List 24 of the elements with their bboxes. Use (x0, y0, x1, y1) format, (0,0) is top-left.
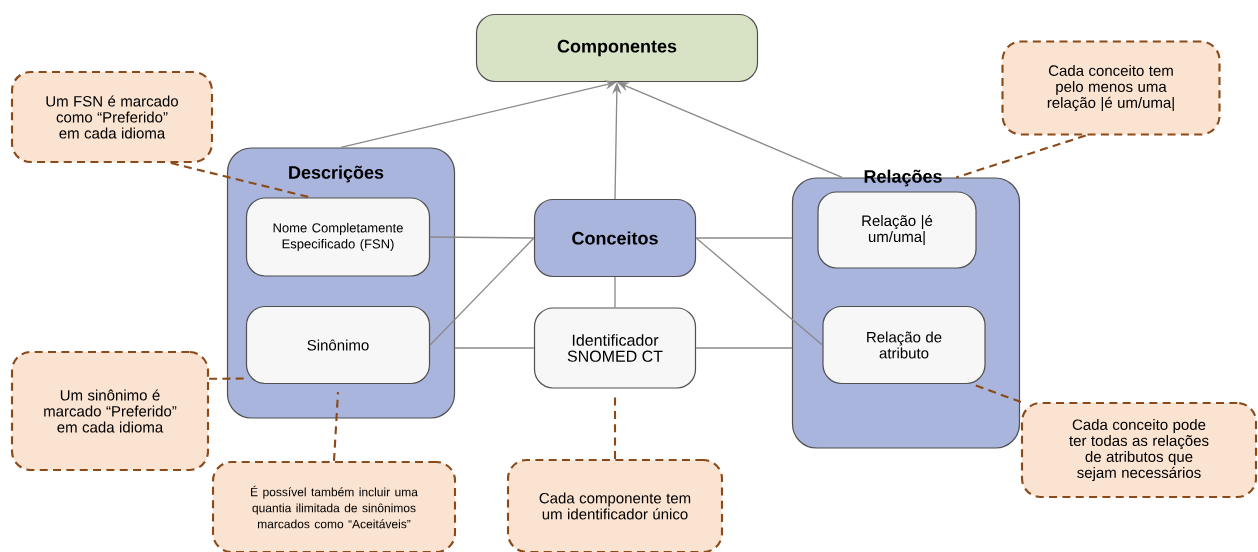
connector-line (695, 237, 793, 239)
leader-line (209, 377, 246, 380)
callout-box: Cada conceito tem pelo menos uma relação |é um/uma| (1001, 40, 1221, 136)
connector-line (429, 236, 535, 239)
box: Conceitos (533, 198, 697, 278)
callout-box: Cada componente tem um identificador único (506, 458, 724, 552)
box: Relação de atributo (822, 305, 986, 385)
callout-box: Um FSN é marcado como “Preferido” em cada idioma (10, 70, 214, 164)
connector-line (695, 347, 793, 349)
box: Identificador SNOMED CT (533, 307, 697, 389)
leader-line (170, 162, 311, 199)
leader-line (332, 392, 340, 461)
box: Componentes (475, 13, 759, 83)
callout-box: Cada conceito pode ter todas as relações de atributos que sejam necessários (1020, 401, 1258, 499)
box: Relação |é um/uma| (817, 191, 977, 269)
connector-line (695, 237, 824, 346)
connector-line (429, 237, 535, 346)
box: Sinônimo (245, 305, 431, 385)
connector-line (454, 347, 535, 349)
callout-box: É possível também incluir uma quantia ilimitada de sinônimos marcados como “Aceitáveis” (211, 460, 457, 552)
callout-box: Um sinônimo é marcado “Preferido” em cada idioma (10, 350, 210, 472)
connector-line (614, 276, 616, 309)
box: Nome Completamente Especificado (FSN) (245, 197, 431, 277)
leader-line (955, 134, 1087, 179)
